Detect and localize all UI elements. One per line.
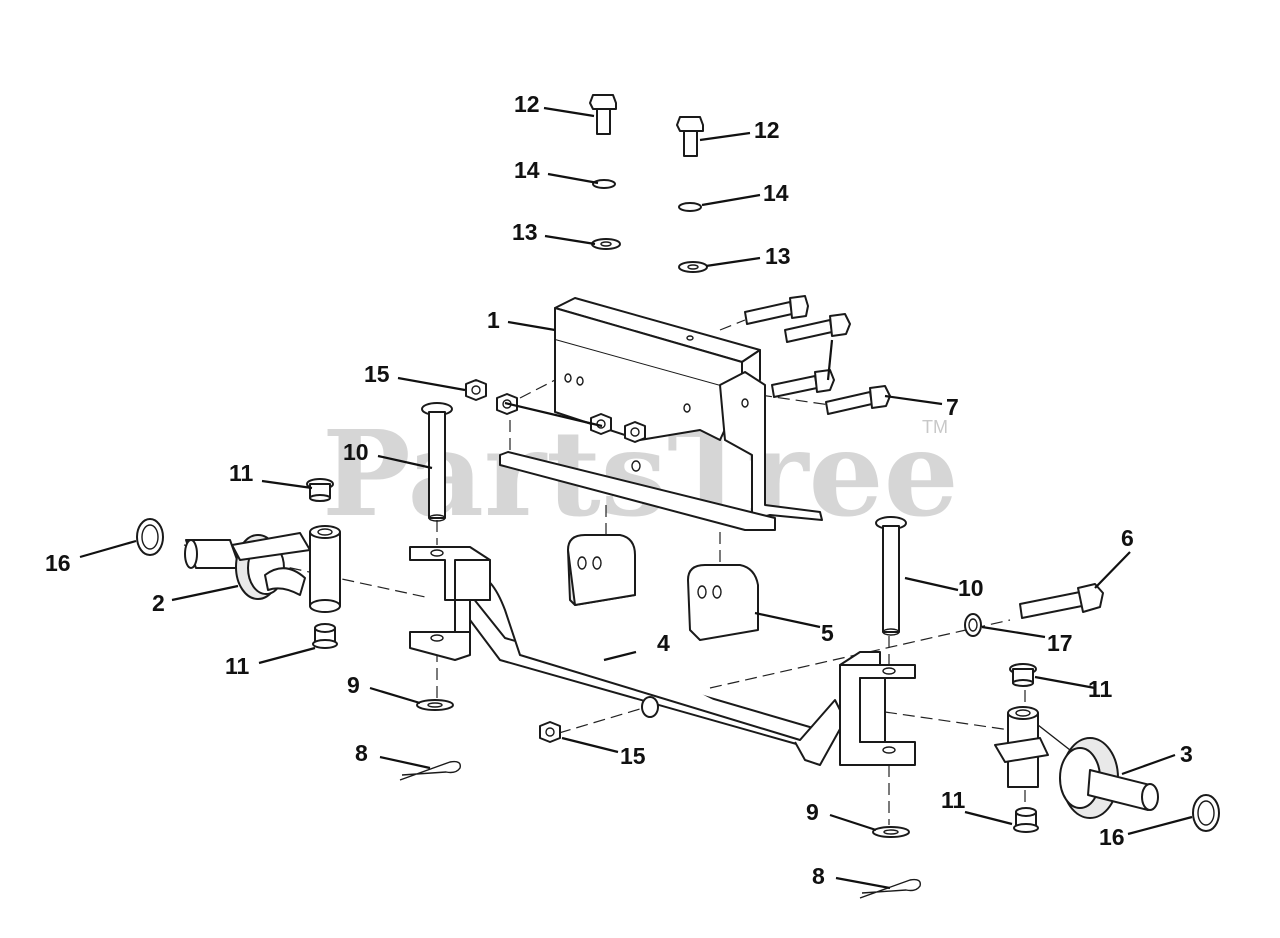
part-7-long-bolts: [744, 295, 891, 415]
part-12-bolt-a: [589, 94, 617, 135]
part-3-right-spindle: [994, 706, 1159, 819]
callout-11-d: 11: [941, 787, 966, 813]
part-1-mount-bracket: [499, 297, 823, 531]
part-13-flat-washer-b: [678, 261, 708, 273]
part-5-pivot-blocks: [567, 534, 759, 641]
callout-leaders: [79, 106, 1193, 890]
part-14-lock-washer-a: [592, 179, 616, 189]
callout-5: 5: [821, 620, 834, 646]
part-9-washer-right: [872, 826, 910, 838]
callout-3: 3: [1180, 741, 1193, 767]
part-11-bushing-b: [312, 623, 338, 649]
part-8-cotter-pin-right: [859, 878, 921, 899]
part-12-bolt-b: [676, 116, 704, 157]
part-15-flange-nut-lower: [539, 721, 561, 743]
callout-13-a: 13: [512, 219, 538, 245]
callout-labels: 12 12 14 14 13 13 1 15 7 10 11 16 2 6 10…: [45, 91, 1193, 889]
callout-15-b: 15: [620, 743, 646, 769]
callout-10-b: 10: [958, 575, 984, 601]
part-10-pivot-pin-right: [875, 516, 907, 636]
callout-16-a: 16: [45, 550, 71, 576]
callout-9-a: 9: [347, 672, 360, 698]
part-13-flat-washer-a: [591, 238, 621, 250]
callout-2: 2: [152, 590, 165, 616]
callout-12-a: 12: [514, 91, 540, 117]
callout-13-b: 13: [765, 243, 791, 269]
callout-1: 1: [487, 307, 500, 333]
part-11-bushing-c: [1009, 663, 1037, 687]
callout-10-a: 10: [343, 439, 369, 465]
part-2-left-spindle: [184, 525, 341, 613]
callout-4: 4: [657, 630, 670, 656]
part-6-spindle-bolt: [1019, 583, 1104, 619]
part-10-pivot-pin-left: [421, 402, 453, 522]
callout-7: 7: [946, 394, 959, 420]
part-17-washer: [964, 613, 982, 637]
part-16-washer-left: [136, 518, 164, 556]
callout-14-a: 14: [514, 157, 540, 183]
part-9-washer-left: [416, 699, 454, 711]
callout-6: 6: [1121, 525, 1134, 551]
part-11-bushing-a: [306, 478, 334, 502]
part-8-cotter-pin-left: [399, 760, 461, 781]
callout-9-b: 9: [806, 799, 819, 825]
callout-17: 17: [1047, 630, 1073, 656]
callout-11-b: 11: [225, 653, 250, 679]
callout-14-b: 14: [763, 180, 789, 206]
part-11-bushing-d: [1013, 807, 1039, 833]
part-16-washer-right: [1192, 794, 1220, 832]
callout-12-b: 12: [754, 117, 780, 143]
part-14-lock-washer-b: [678, 202, 702, 212]
watermark-trademark: TM: [922, 417, 948, 437]
callout-8-b: 8: [812, 863, 825, 889]
callout-8-a: 8: [355, 740, 368, 766]
callout-11-c: 11: [1088, 676, 1113, 702]
callout-16-b: 16: [1099, 824, 1125, 850]
callout-11-a: 11: [229, 460, 254, 486]
callout-15-a: 15: [364, 361, 390, 387]
part-15-flange-nuts-upper: [465, 379, 646, 443]
part-4-front-axle: [409, 546, 916, 766]
